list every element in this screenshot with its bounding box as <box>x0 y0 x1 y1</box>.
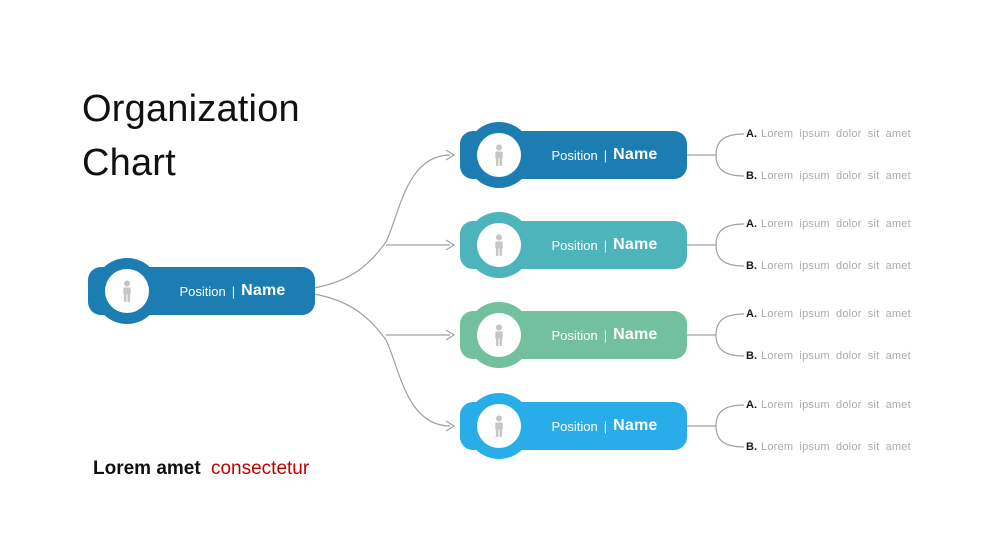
curve-root-to-child1 <box>313 154 451 289</box>
label-separator: | <box>231 283 236 299</box>
fork-bracket-child3 <box>715 313 745 357</box>
item-marker: B. <box>746 170 757 182</box>
fork-bracket-child1 <box>715 133 745 177</box>
node-label: Position | Name <box>530 402 679 450</box>
list-item: A. Lorem ipsum dolor sit amet <box>746 216 966 232</box>
fork-bracket-child4 <box>715 404 745 448</box>
arrowhead-child3 <box>445 329 456 341</box>
org-node-child-1[interactable]: Position | Name <box>460 122 687 188</box>
org-node-root[interactable]: Position | Name <box>88 258 315 324</box>
arrowhead-child2 <box>445 239 456 251</box>
node-label: Position | Name <box>530 131 679 179</box>
label-separator: | <box>603 237 608 253</box>
node-label: Position | Name <box>530 221 679 269</box>
slide-title: Organization Chart <box>82 88 300 184</box>
item-marker: B. <box>746 260 757 272</box>
list-item: A. Lorem ipsum dolor sit amet <box>746 126 966 142</box>
person-icon <box>477 404 521 448</box>
item-text: Lorem ipsum dolor sit amet <box>761 260 911 272</box>
item-marker: A. <box>746 218 757 230</box>
item-text: Lorem ipsum dolor sit amet <box>761 399 911 411</box>
position-label: Position <box>179 283 226 299</box>
item-text: Lorem ipsum dolor sit amet <box>761 350 911 362</box>
list-item: A. Lorem ipsum dolor sit amet <box>746 306 966 322</box>
label-separator: | <box>603 147 608 163</box>
list-item: B. Lorem ipsum dolor sit amet <box>746 168 966 184</box>
org-node-child-4[interactable]: Position | Name <box>460 393 687 459</box>
org-node-child-2[interactable]: Position | Name <box>460 212 687 278</box>
footer-text-red: consectetur <box>210 458 310 479</box>
name-label: Name <box>241 282 286 299</box>
position-label: Position <box>551 147 598 163</box>
item-text: Lorem ipsum dolor sit amet <box>761 170 911 182</box>
list-item: B. Lorem ipsum dolor sit amet <box>746 348 966 364</box>
arrowhead-child1 <box>445 149 456 161</box>
name-label: Name <box>613 146 658 163</box>
node-label: Position | Name <box>158 267 307 315</box>
item-marker: B. <box>746 350 757 362</box>
footer-note: Lorem amet consectetur <box>93 458 309 480</box>
item-text: Lorem ipsum dolor sit amet <box>761 218 911 230</box>
item-text: Lorem ipsum dolor sit amet <box>761 441 911 453</box>
name-label: Name <box>613 326 658 343</box>
node-label: Position | Name <box>530 311 679 359</box>
list-item: B. Lorem ipsum dolor sit amet <box>746 439 966 455</box>
list-item: B. Lorem ipsum dolor sit amet <box>746 258 966 274</box>
item-marker: A. <box>746 308 757 320</box>
item-marker: A. <box>746 399 757 411</box>
name-label: Name <box>613 417 658 434</box>
label-separator: | <box>603 418 608 434</box>
footer-text-black: Lorem amet <box>93 458 201 479</box>
item-text: Lorem ipsum dolor sit amet <box>761 128 911 140</box>
person-icon <box>105 269 149 313</box>
person-icon <box>477 223 521 267</box>
fork-bracket-child2 <box>715 223 745 267</box>
org-node-child-3[interactable]: Position | Name <box>460 302 687 368</box>
person-icon <box>477 313 521 357</box>
name-label: Name <box>613 236 658 253</box>
position-label: Position <box>551 237 598 253</box>
item-marker: A. <box>746 128 757 140</box>
curve-root-to-child4 <box>313 293 451 427</box>
arrowhead-child4 <box>445 420 456 432</box>
list-item: A. Lorem ipsum dolor sit amet <box>746 397 966 413</box>
label-separator: | <box>603 327 608 343</box>
position-label: Position <box>551 327 598 343</box>
person-icon <box>477 133 521 177</box>
item-marker: B. <box>746 441 757 453</box>
position-label: Position <box>551 418 598 434</box>
item-text: Lorem ipsum dolor sit amet <box>761 308 911 320</box>
